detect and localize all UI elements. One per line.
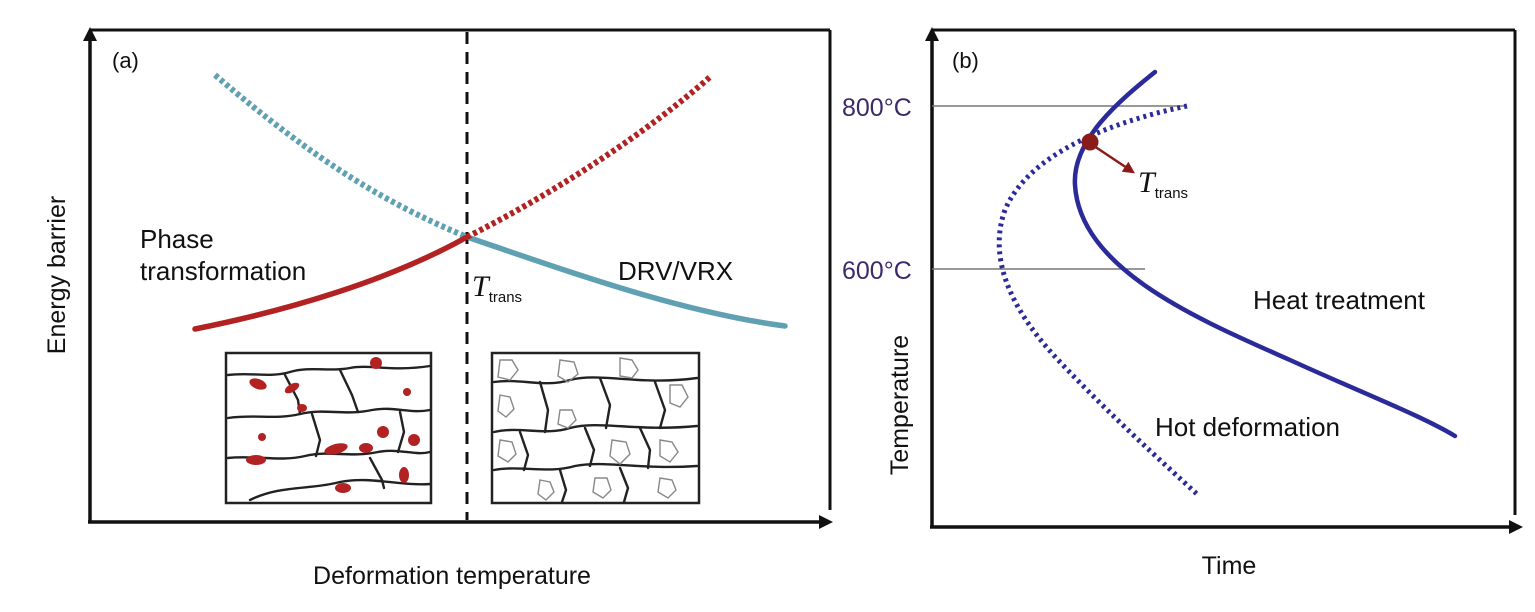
t-trans-arrow — [1093, 144, 1135, 174]
panel-b: (b) 800°C 600°C Ttrans Heat treatment Ho… — [842, 27, 1523, 580]
panel-a-x-axis-label: Deformation temperature — [313, 562, 591, 590]
temp-800-label: 800°C — [842, 94, 912, 122]
inset-phase-microstructure — [224, 351, 433, 505]
phase-transformation-label-line1: Phase — [140, 224, 214, 254]
panel-b-x-axis-label: Time — [1202, 552, 1257, 580]
inset-drv-microstructure — [490, 351, 701, 505]
t-trans-subscript-b: trans — [1155, 185, 1188, 202]
panel-a: (a) Phase transformation DRV/VRX Ttrans — [43, 27, 833, 590]
inset-phase-particles — [246, 357, 420, 493]
temp-600-label: 600°C — [842, 257, 912, 285]
t-trans-symbol-b: T — [1138, 166, 1157, 199]
phase-solid-curve — [192, 234, 470, 332]
heat-treatment-curve — [1072, 69, 1458, 439]
heat-treatment-label: Heat treatment — [1253, 285, 1426, 315]
phase-transformation-label-line2: transformation — [140, 256, 306, 286]
panel-b-tag: (b) — [952, 48, 979, 73]
t-trans-subscript-a: trans — [489, 289, 522, 306]
panel-a-tag: (a) — [112, 48, 139, 73]
t-trans-label-a: Ttrans — [472, 270, 522, 306]
inset-drv-new-grains — [497, 357, 689, 501]
hot-deformation-label: Hot deformation — [1155, 412, 1340, 442]
t-trans-symbol-a: T — [472, 270, 491, 303]
drv-solid-curve — [464, 234, 788, 329]
drv-dotted-curve — [213, 72, 469, 240]
drv-vrx-label: DRV/VRX — [618, 256, 733, 286]
panel-a-y-axis-label: Energy barrier — [43, 196, 71, 354]
t-trans-label-b: Ttrans — [1138, 166, 1188, 202]
panel-b-y-axis-label: Temperature — [886, 335, 914, 475]
phase-dotted-curve — [465, 74, 712, 240]
hot-deformation-curve — [996, 103, 1200, 497]
